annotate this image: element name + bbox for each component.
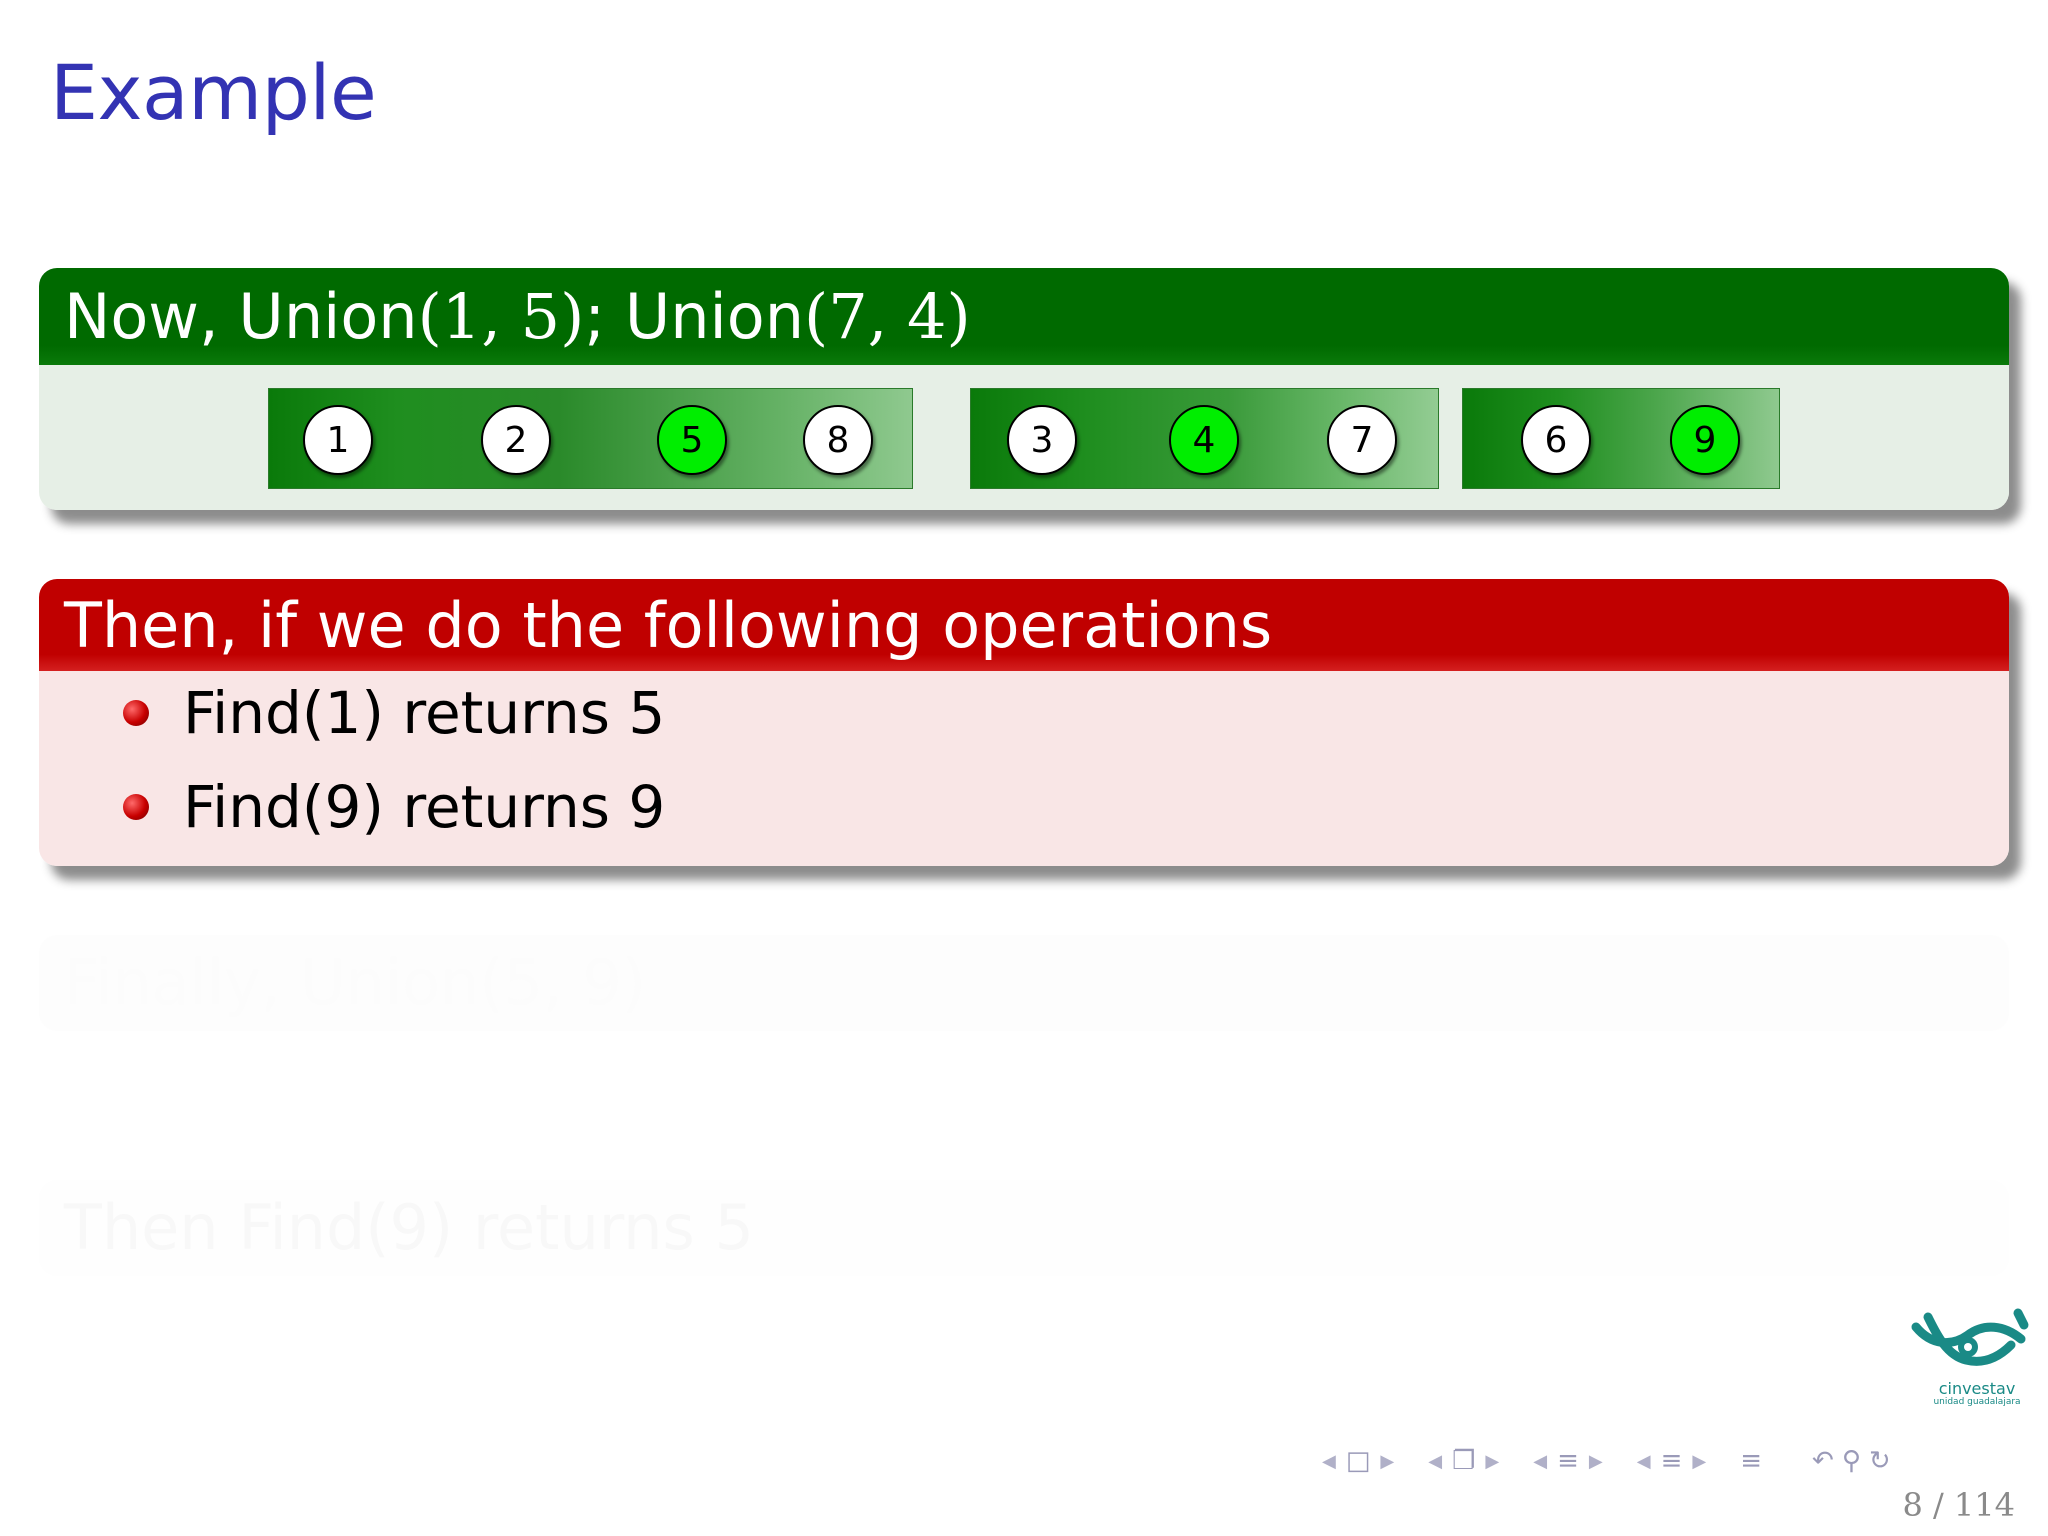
union-call2-args: (7, 4): [804, 280, 971, 353]
logo-caption: cinvestav unidad guadalajara: [1922, 1379, 2032, 1408]
prev-subsection-icon[interactable]: ◀: [1636, 1450, 1651, 1472]
hidden-block-union: Finally, Union(5, 9): [39, 935, 2009, 1031]
union-block-body: 1 2 5 8 3 4 7 6 9: [39, 365, 2009, 510]
hidden-block-find: Then Find(9) returns 5: [39, 1180, 2009, 1276]
next-subsection-icon[interactable]: ▶: [1692, 1450, 1707, 1472]
nav-section-group: ◀ ≡ ▶: [1533, 1446, 1602, 1476]
forward-icon[interactable]: ↻: [1868, 1446, 1891, 1476]
nav-doc-group: ◀ ≡ ▶: [1637, 1446, 1706, 1476]
find-block-header: Then, if we do the following operations: [39, 579, 2009, 671]
union-title-prefix: Now, Union: [64, 280, 418, 353]
back-icon[interactable]: ↶: [1812, 1446, 1834, 1476]
set-root-node: 5: [657, 405, 727, 475]
frame-icon[interactable]: □: [1345, 1446, 1371, 1476]
logo-caption-sub: unidad guadalajara: [1933, 1397, 2021, 1407]
page-title: Example: [50, 48, 377, 137]
set-node: 6: [1521, 405, 1591, 475]
set-box-3: 6 9: [1462, 388, 1780, 489]
union-call1-args: (1, 5): [417, 280, 585, 353]
prev-slide-icon[interactable]: ◀: [1428, 1450, 1443, 1472]
set-node: 2: [481, 405, 551, 475]
list-item-text: Find(9) returns 9: [183, 773, 666, 841]
section-icon[interactable]: ≡: [1557, 1446, 1579, 1476]
list-item: Find(1) returns 5: [123, 679, 665, 747]
find-block-body: Find(1) returns 5 Find(9) returns 9: [39, 671, 2009, 866]
union-block: Now, Union(1, 5); Union(7, 4) 1 2 5 8 3 …: [39, 268, 2009, 510]
bullet-icon: [123, 700, 149, 726]
slides-icon[interactable]: ❐: [1452, 1446, 1476, 1476]
list-item: Find(9) returns 9: [123, 773, 665, 841]
navigation-bar: ◀ □ ▶ ◀ ❐ ▶ ◀ ≡ ▶ ◀ ≡ ▶ ≡ ↶ ⚲ ↻: [1322, 1443, 2042, 1479]
set-node: 7: [1327, 405, 1397, 475]
page-number: 8 / 114: [1902, 1486, 2015, 1524]
set-root-node: 4: [1169, 405, 1239, 475]
set-box-2: 3 4 7: [970, 388, 1439, 489]
nav-subsection-group: ◀ ❐ ▶: [1428, 1446, 1499, 1476]
nav-frame-group: ◀ □ ▶: [1322, 1446, 1394, 1476]
set-node: 3: [1007, 405, 1077, 475]
set-node: 1: [303, 405, 373, 475]
next-frame-icon[interactable]: ▶: [1380, 1450, 1395, 1472]
logo-caption-main: cinvestav: [1938, 1379, 2016, 1398]
set-root-node: 9: [1670, 405, 1740, 475]
union-block-header: Now, Union(1, 5); Union(7, 4): [39, 268, 2009, 365]
search-icon[interactable]: ⚲: [1841, 1446, 1861, 1476]
subsection-icon[interactable]: ≡: [1660, 1446, 1683, 1476]
find-block: Then, if we do the following operations …: [39, 579, 2009, 866]
outline-icon[interactable]: ≡: [1740, 1446, 1763, 1476]
set-node: 8: [803, 405, 873, 475]
bullet-icon: [123, 794, 149, 820]
prev-frame-icon[interactable]: ◀: [1322, 1450, 1336, 1472]
cinvestav-logo: [1911, 1308, 2029, 1366]
next-section-icon[interactable]: ▶: [1588, 1450, 1603, 1472]
list-item-text: Find(1) returns 5: [183, 679, 666, 747]
union-separator: ; Union: [584, 280, 804, 353]
prev-section-icon[interactable]: ◀: [1533, 1450, 1548, 1472]
set-box-1: 1 2 5 8: [268, 388, 913, 489]
next-slide-icon[interactable]: ▶: [1485, 1450, 1500, 1472]
